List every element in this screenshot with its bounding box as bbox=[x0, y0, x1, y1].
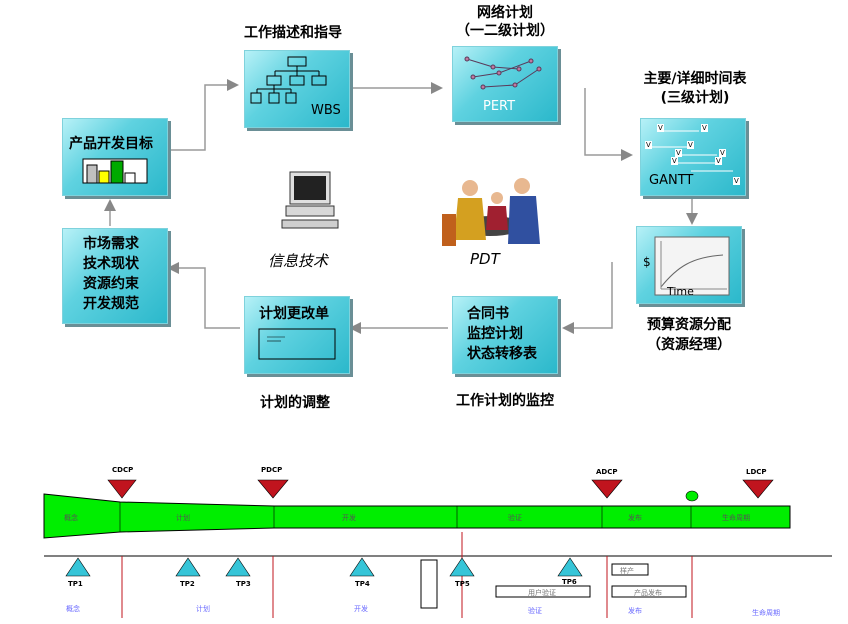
plan-change-title: 计划更改单 bbox=[259, 306, 329, 322]
budget-x-label: Time bbox=[667, 285, 694, 298]
gantt-title-line2: (三级计划) bbox=[660, 90, 730, 106]
bar-phase-label: 验证 bbox=[508, 514, 522, 522]
arrow-budget-to-monitor bbox=[562, 262, 613, 334]
tp4-marker bbox=[349, 557, 375, 577]
budget-y-label: $ bbox=[643, 255, 651, 269]
monitor-caption: 工作计划的监控 bbox=[456, 393, 554, 409]
form-icon bbox=[258, 328, 336, 360]
tp3-marker bbox=[225, 557, 251, 577]
bar-phase-label: 生命周期 bbox=[722, 514, 750, 522]
pert-label: PERT bbox=[483, 99, 516, 114]
tp1-marker bbox=[65, 557, 91, 577]
org-chart-icon bbox=[250, 56, 327, 104]
gantt-mark: V bbox=[645, 141, 652, 149]
checkpoint-label: PDCP bbox=[261, 466, 283, 474]
bottom-phase-label: 发布 bbox=[628, 607, 642, 615]
bar-phase-label: 计划 bbox=[176, 514, 190, 522]
product-goal-box: 产品开发目标 bbox=[62, 118, 168, 196]
pert-title-line2: （一二级计划） bbox=[456, 23, 554, 39]
checkpoint-label: LDCP bbox=[746, 468, 767, 476]
bar-phase-label: 发布 bbox=[628, 514, 642, 522]
market-line: 市场需求 bbox=[83, 236, 139, 252]
checkpoint-cdcp-marker bbox=[107, 479, 137, 499]
gantt-mark: V bbox=[719, 149, 726, 157]
market-constraints-box: 市场需求 技术现状 资源约束 开发规范 bbox=[62, 228, 168, 324]
bar-chart-icon bbox=[82, 158, 148, 184]
sample-box bbox=[611, 563, 649, 576]
gantt-label: GANTT bbox=[649, 173, 694, 188]
tp-label: TP6 bbox=[562, 578, 577, 586]
tp-label: TP5 bbox=[455, 580, 470, 588]
checkpoint-label: CDCP bbox=[112, 466, 134, 474]
product-goal-label: 产品开发目标 bbox=[69, 136, 153, 152]
tp2-marker bbox=[175, 557, 201, 577]
arrow-goal-to-wbs bbox=[168, 79, 239, 151]
arrow-pert-to-gantt bbox=[584, 88, 633, 161]
wbs-label: WBS bbox=[311, 103, 341, 118]
checkpoint-ldcp-marker bbox=[742, 479, 774, 499]
it-label: 信息技术 bbox=[268, 252, 329, 270]
plan-change-caption: 计划的调整 bbox=[260, 395, 330, 411]
tp-label: TP2 bbox=[180, 580, 195, 588]
checkpoint-label: ADCP bbox=[596, 468, 618, 476]
checkpoint-adcp-marker bbox=[591, 479, 623, 499]
box-label: 产品发布 bbox=[634, 589, 662, 597]
gantt-box: V V V V V V V V V GANTT bbox=[640, 118, 746, 196]
network-diagram-icon bbox=[464, 56, 542, 90]
budget-title-line2: （资源经理） bbox=[647, 337, 731, 353]
tp-label: TP1 bbox=[68, 580, 83, 588]
gantt-mark: V bbox=[687, 141, 694, 149]
market-line: 技术现状 bbox=[83, 256, 139, 272]
monitor-line: 合同书 bbox=[467, 306, 509, 322]
gantt-mark: V bbox=[657, 124, 664, 132]
market-line: 开发规范 bbox=[83, 296, 139, 312]
box-label: 样产 bbox=[620, 567, 634, 575]
bar-phase-label: 开发 bbox=[342, 514, 356, 522]
budget-title-line1: 预算资源分配 bbox=[647, 317, 731, 333]
user-verify-box bbox=[495, 585, 591, 598]
checkpoint-pdcp-marker bbox=[257, 479, 289, 499]
monitor-line: 监控计划 bbox=[467, 326, 523, 342]
monitor-box: 合同书 监控计划 状态转移表 bbox=[452, 296, 558, 374]
arrow-change-to-market bbox=[167, 262, 240, 329]
box-label: 用户验证 bbox=[528, 589, 556, 597]
pert-title-line1: 网络计划 bbox=[477, 5, 533, 21]
gantt-mark: V bbox=[671, 157, 678, 165]
gantt-mark: V bbox=[701, 124, 708, 132]
bottom-phase-label: 概念 bbox=[66, 605, 80, 613]
cost-curve-icon bbox=[654, 236, 730, 296]
wbs-title: 工作描述和指导 bbox=[244, 25, 342, 41]
tp-label: TP4 bbox=[355, 580, 370, 588]
gantt-bars-icon bbox=[651, 130, 733, 172]
gantt-mark: V bbox=[715, 157, 722, 165]
plan-change-box: 计划更改单 bbox=[244, 296, 350, 374]
wbs-box: WBS bbox=[244, 50, 350, 128]
budget-box: $ Time bbox=[636, 226, 742, 304]
bottom-phase-label: 计划 bbox=[196, 605, 210, 613]
bottom-phase-label: 生命周期 bbox=[752, 609, 780, 617]
pdt-label: PDT bbox=[470, 250, 500, 268]
gantt-mark: V bbox=[733, 177, 740, 185]
monitor-line: 状态转移表 bbox=[467, 346, 537, 362]
tp5-marker bbox=[449, 557, 475, 577]
tp6-marker bbox=[557, 557, 583, 577]
pert-box: PERT bbox=[452, 46, 558, 122]
bottom-phase-label: 验证 bbox=[528, 607, 542, 615]
phase-bar bbox=[43, 493, 791, 539]
gantt-title-line1: 主要/详细时间表 bbox=[643, 71, 747, 87]
bottom-phase-label: 开发 bbox=[354, 605, 368, 613]
bar-phase-label: 概念 bbox=[64, 514, 78, 522]
vertical-note-box bbox=[420, 559, 438, 609]
market-line: 资源约束 bbox=[83, 276, 139, 292]
tp-label: TP3 bbox=[236, 580, 251, 588]
milestone-circle bbox=[685, 490, 699, 502]
product-release-box bbox=[611, 585, 687, 598]
gantt-mark: V bbox=[675, 149, 682, 157]
